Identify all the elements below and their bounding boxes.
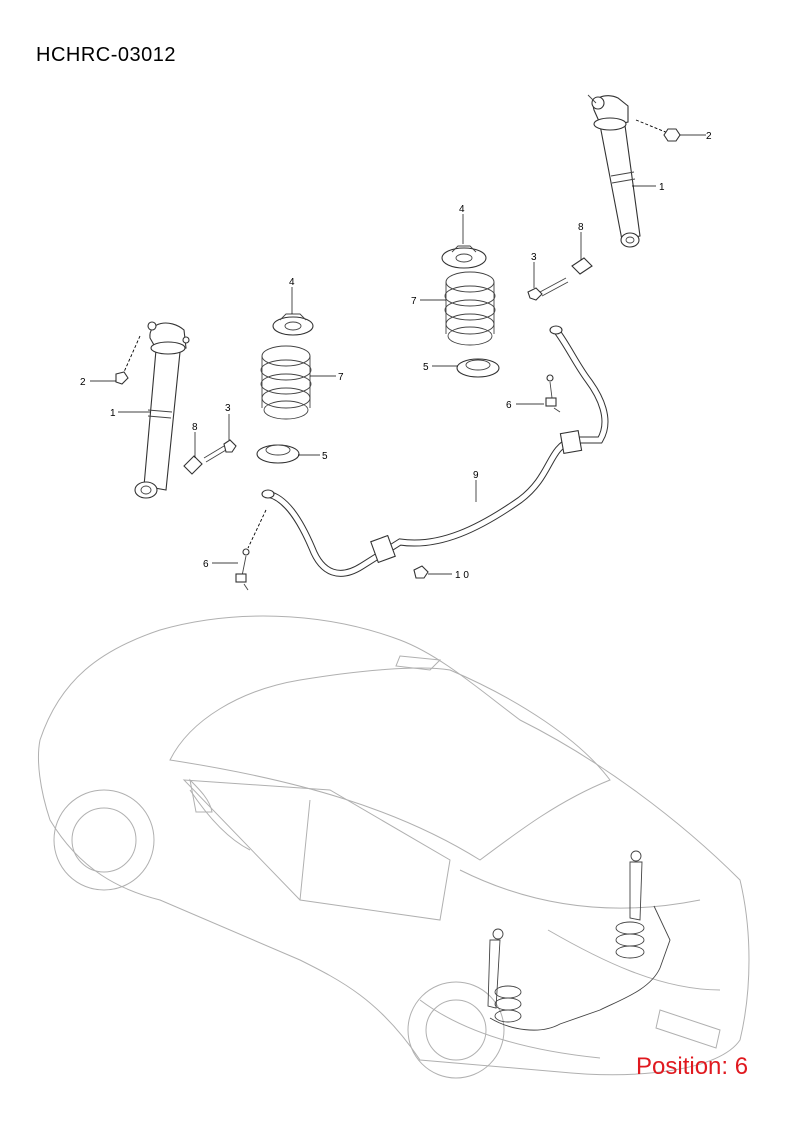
callout-4-left: 4: [289, 277, 295, 288]
shock-absorber-left[interactable]: [134, 321, 190, 499]
bushing-bolt[interactable]: [413, 565, 429, 579]
callout-1-right: 1: [659, 182, 665, 193]
lower-spring-seat-left[interactable]: [256, 444, 300, 464]
diagram-code: HCHRC-03012: [36, 44, 176, 66]
nut-left[interactable]: [115, 371, 129, 385]
stabilizer-link-left[interactable]: [235, 548, 250, 591]
coil-spring-right[interactable]: [444, 271, 496, 346]
lower-spring-seat-right[interactable]: [456, 358, 500, 378]
callout-3-right: 3: [531, 252, 537, 263]
callout-8-right: 8: [578, 222, 584, 233]
washer-left[interactable]: [183, 455, 203, 475]
callout-6-right: 6: [506, 400, 512, 411]
callout-7-left: 7: [338, 372, 344, 383]
callout-9: 9: [473, 470, 479, 481]
bolt-left[interactable]: [203, 439, 237, 463]
callout-3-left: 3: [225, 403, 231, 414]
bolt-right[interactable]: [527, 277, 569, 301]
callout-2-left: 2: [80, 377, 86, 388]
position-indicator: Position: 6: [636, 1053, 749, 1080]
callout-6-left: 6: [203, 559, 209, 570]
callout-10: 1 0: [455, 570, 469, 581]
stabilizer-bar[interactable]: [261, 325, 609, 577]
upper-spring-seat-right[interactable]: [441, 245, 487, 269]
callout-5-right: 5: [423, 362, 429, 373]
callout-5-left: 5: [322, 451, 328, 462]
upper-spring-seat-left[interactable]: [272, 313, 314, 336]
washer-right[interactable]: [571, 257, 593, 275]
callout-1-left: 1: [110, 408, 116, 419]
callout-7-right: 7: [411, 296, 417, 307]
installed-suspension: [487, 850, 671, 1031]
callout-2-right: 2: [706, 131, 712, 142]
coil-spring-left[interactable]: [260, 345, 312, 420]
nut-right[interactable]: [663, 128, 681, 142]
callout-4-right: 4: [459, 204, 465, 215]
car-outline: [38, 615, 750, 1079]
stabilizer-link-right[interactable]: [545, 374, 561, 413]
callout-8-left: 8: [192, 422, 198, 433]
shock-absorber-right[interactable]: [587, 94, 641, 248]
